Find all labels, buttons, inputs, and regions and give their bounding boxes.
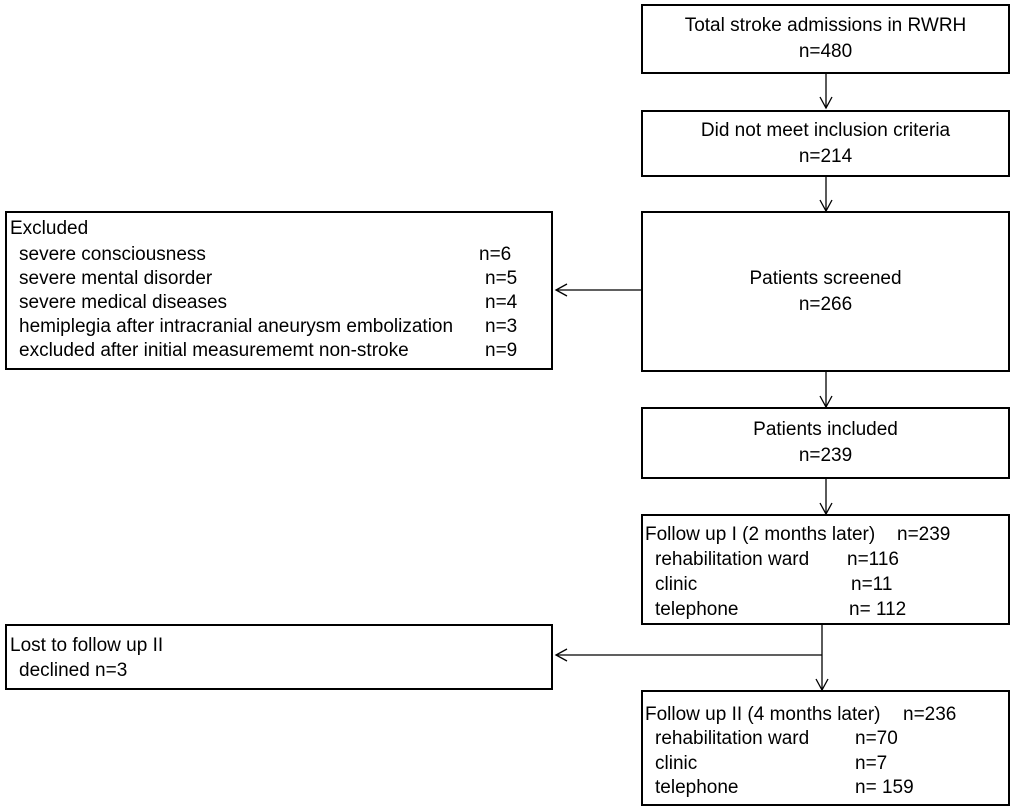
excluded-item-label: severe consciousness bbox=[19, 244, 206, 265]
total-admissions-label: Total stroke admissions in RWRH bbox=[684, 15, 967, 36]
follow-up-2-total: n=236 bbox=[903, 704, 957, 725]
follow-up-1-title: Follow up I (2 months later) bbox=[645, 524, 876, 545]
patients-included-box: Patients included n=239 bbox=[641, 407, 1010, 479]
patients-screened-box: Patients screened n=266 bbox=[641, 211, 1010, 372]
excluded-item-value: n=5 bbox=[485, 268, 518, 289]
excluded-item-label: excluded after initial measurememt non-s… bbox=[19, 340, 409, 361]
follow-up-2-item-value: n=7 bbox=[855, 753, 888, 774]
follow-up-1-total: n=239 bbox=[897, 524, 951, 545]
follow-up-2-title: Follow up II (4 months later) bbox=[645, 704, 881, 725]
excluded-item-value: n=3 bbox=[485, 316, 518, 337]
not-meet-criteria-label: Did not meet inclusion criteria bbox=[700, 119, 951, 141]
lost-to-follow-up-box: Lost to follow up II declined n=3 bbox=[5, 624, 553, 690]
excluded-item-value: n=6 bbox=[479, 244, 512, 265]
total-admissions-box: Total stroke admissions in RWRH n=480 bbox=[641, 4, 1010, 74]
lost-to-follow-up-title: Lost to follow up II bbox=[10, 635, 164, 656]
excluded-item-label: hemiplegia after intracranial aneurysm e… bbox=[19, 316, 454, 337]
patients-screened-count: n=266 bbox=[798, 293, 853, 315]
follow-up-2-item-value: n= 159 bbox=[855, 777, 914, 798]
follow-up-1-item-value: n= 112 bbox=[849, 599, 907, 620]
excluded-item-value: n=4 bbox=[485, 292, 518, 313]
follow-up-1-item-label: rehabilitation ward bbox=[655, 549, 810, 570]
follow-up-1-item-value: n=116 bbox=[847, 549, 899, 570]
follow-up-2-item-label: telephone bbox=[655, 777, 739, 798]
lost-to-follow-up-declined: declined n=3 bbox=[19, 660, 128, 681]
patients-included-label: Patients included bbox=[753, 419, 898, 440]
follow-up-2-item-value: n=70 bbox=[855, 728, 898, 749]
excluded-title: Excluded bbox=[10, 218, 89, 239]
excluded-item-value: n=9 bbox=[485, 340, 518, 361]
patients-included-count: n=239 bbox=[798, 445, 853, 466]
total-admissions-count: n=480 bbox=[798, 41, 853, 62]
not-meet-criteria-count: n=214 bbox=[798, 145, 853, 167]
excluded-item-label: severe medical diseases bbox=[19, 292, 228, 313]
follow-up-1-item-value: n=11 bbox=[851, 574, 893, 595]
not-meet-criteria-box: Did not meet inclusion criteria n=214 bbox=[641, 110, 1010, 177]
follow-up-1-box: Follow up I (2 months later) n=239 rehab… bbox=[641, 514, 1010, 625]
excluded-box: Excluded severe consciousness n=6 severe… bbox=[5, 211, 553, 370]
follow-up-2-box: Follow up II (4 months later) n=236 reha… bbox=[641, 690, 1010, 806]
follow-up-2-item-label: clinic bbox=[655, 753, 698, 774]
follow-up-1-item-label: clinic bbox=[655, 574, 698, 595]
excluded-item-label: severe mental disorder bbox=[19, 268, 213, 289]
follow-up-1-item-label: telephone bbox=[655, 599, 739, 620]
follow-up-2-item-label: rehabilitation ward bbox=[655, 728, 810, 749]
patients-screened-label: Patients screened bbox=[749, 267, 902, 289]
